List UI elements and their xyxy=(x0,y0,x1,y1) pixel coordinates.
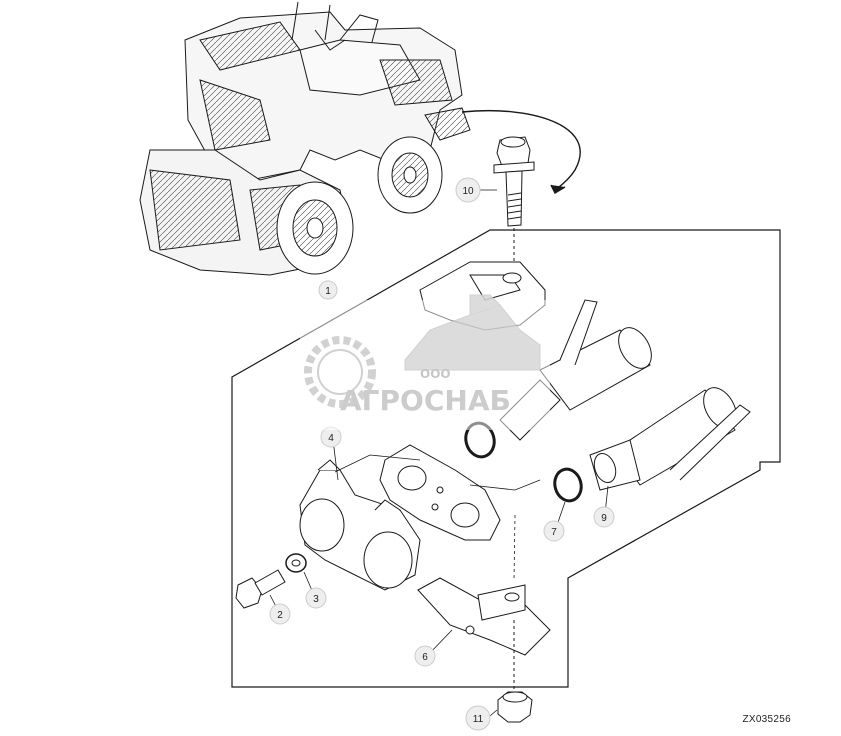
callout-11: 11 xyxy=(465,705,491,731)
engine-assembly-illustration xyxy=(139,1,471,276)
callout-label: 1 xyxy=(325,286,331,297)
coupler-tube-lower xyxy=(589,387,751,491)
agrosnab-watermark: ООО АГРОСНАБ xyxy=(300,294,550,430)
callout-6: 6 xyxy=(414,645,436,667)
curved-arrow xyxy=(461,109,581,194)
callout-9: 9 xyxy=(593,506,615,528)
combine-harvester-logo-icon xyxy=(404,294,541,371)
bolt-10 xyxy=(493,136,535,265)
callout-3: 3 xyxy=(305,587,327,609)
callout-label: 4 xyxy=(328,433,334,444)
watermark-small-text: ООО xyxy=(420,367,451,381)
gear-logo-icon xyxy=(304,336,376,408)
assembly-lines xyxy=(334,454,541,581)
callout-2: 2 xyxy=(269,603,291,625)
callout-label: 10 xyxy=(462,186,474,197)
callout-4: 4 xyxy=(320,426,342,448)
o-ring-7 xyxy=(553,467,583,503)
detail-frame xyxy=(231,229,781,688)
callout-label: 3 xyxy=(313,594,319,605)
callout-label: 6 xyxy=(422,652,428,663)
callout-label: 11 xyxy=(473,714,484,725)
figure-id: ZX035256 xyxy=(742,714,791,725)
callout-1: 1 xyxy=(318,280,338,300)
callout-label: 7 xyxy=(551,527,557,538)
watermark-brand-text: АГРОСНАБ xyxy=(340,384,511,417)
nut-11 xyxy=(497,620,533,723)
gasket-plate xyxy=(379,444,501,541)
callout-7: 7 xyxy=(543,520,565,542)
lower-clamp-6 xyxy=(417,577,551,656)
bolt-2 xyxy=(235,569,286,609)
callout-label: 2 xyxy=(277,610,283,621)
washer-3 xyxy=(285,553,307,573)
callout-10: 10 xyxy=(455,177,481,203)
coupler-housing-4 xyxy=(299,459,421,591)
callout-label: 9 xyxy=(601,513,607,524)
